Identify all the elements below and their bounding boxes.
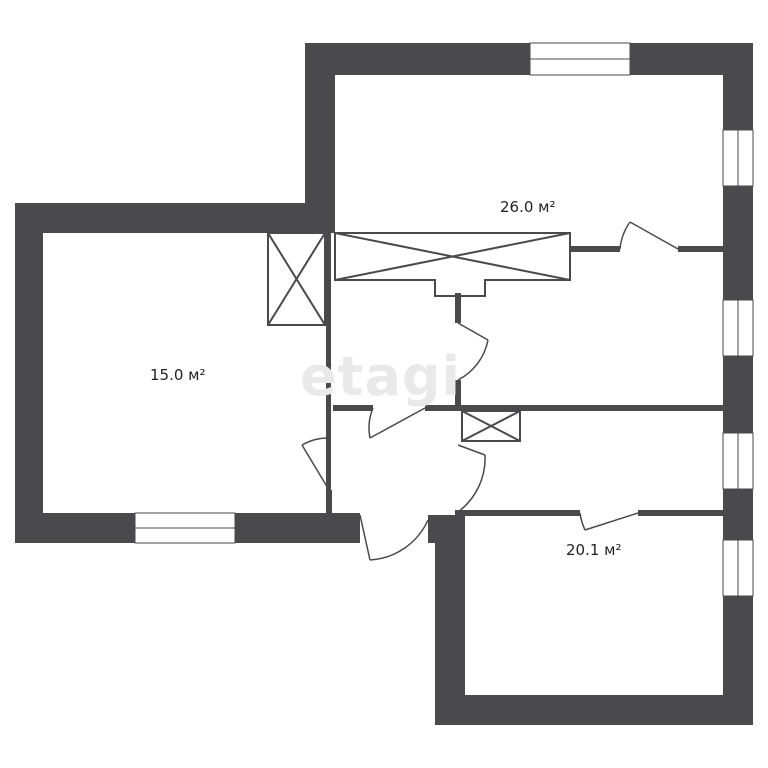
partitions xyxy=(326,233,723,516)
door-g-arc xyxy=(579,512,586,531)
door-d-arc xyxy=(301,437,330,446)
door-e-arc xyxy=(369,519,429,561)
partition-stub-upper xyxy=(455,293,461,323)
partition-mid-1 xyxy=(333,405,373,411)
windows xyxy=(134,42,754,597)
walls xyxy=(15,43,753,725)
wall-stub xyxy=(428,515,442,543)
partition-stub-lower xyxy=(455,380,461,411)
duct-small xyxy=(461,410,521,442)
partition-vertical-left xyxy=(326,233,331,495)
door-e-leaf xyxy=(359,514,371,561)
partition-lower-2 xyxy=(638,510,723,516)
doors xyxy=(301,221,679,561)
duct-left-cross-2 xyxy=(267,232,326,326)
wall-left-top xyxy=(15,203,335,233)
wall-lower-left xyxy=(435,515,465,725)
wall-left xyxy=(15,203,43,543)
door-b-arc xyxy=(457,339,489,381)
wall-top xyxy=(305,43,753,75)
ventilation xyxy=(267,232,571,442)
wall-bottom xyxy=(435,695,753,725)
duct-small-cross-2 xyxy=(461,410,521,442)
duct-left xyxy=(267,232,326,326)
door-c-leaf xyxy=(369,407,426,439)
partition-door-jamb xyxy=(326,490,332,515)
door-a-leaf xyxy=(629,221,679,250)
door-c-arc xyxy=(368,407,374,439)
partition-lower-1 xyxy=(455,510,580,516)
watermark: etagi xyxy=(300,345,462,408)
door-f-arc xyxy=(457,454,486,513)
partition-mid-2 xyxy=(425,405,723,411)
door-d-leaf xyxy=(301,444,330,491)
room-area-label-lower: 20.1 м² xyxy=(566,541,622,559)
door-f-leaf xyxy=(457,444,486,456)
door-g-leaf xyxy=(584,512,639,531)
room-area-label-left: 15.0 м² xyxy=(150,366,206,384)
wall-upper-left xyxy=(305,43,335,233)
door-b-leaf xyxy=(457,322,489,341)
door-a-arc xyxy=(619,221,631,250)
room-area-label-upper: 26.0 м² xyxy=(500,198,556,216)
duct-beam xyxy=(334,232,571,297)
partition-a-1 xyxy=(570,246,620,252)
partition-a-2 xyxy=(678,246,723,252)
duct-beam-cross-2 xyxy=(334,232,571,281)
